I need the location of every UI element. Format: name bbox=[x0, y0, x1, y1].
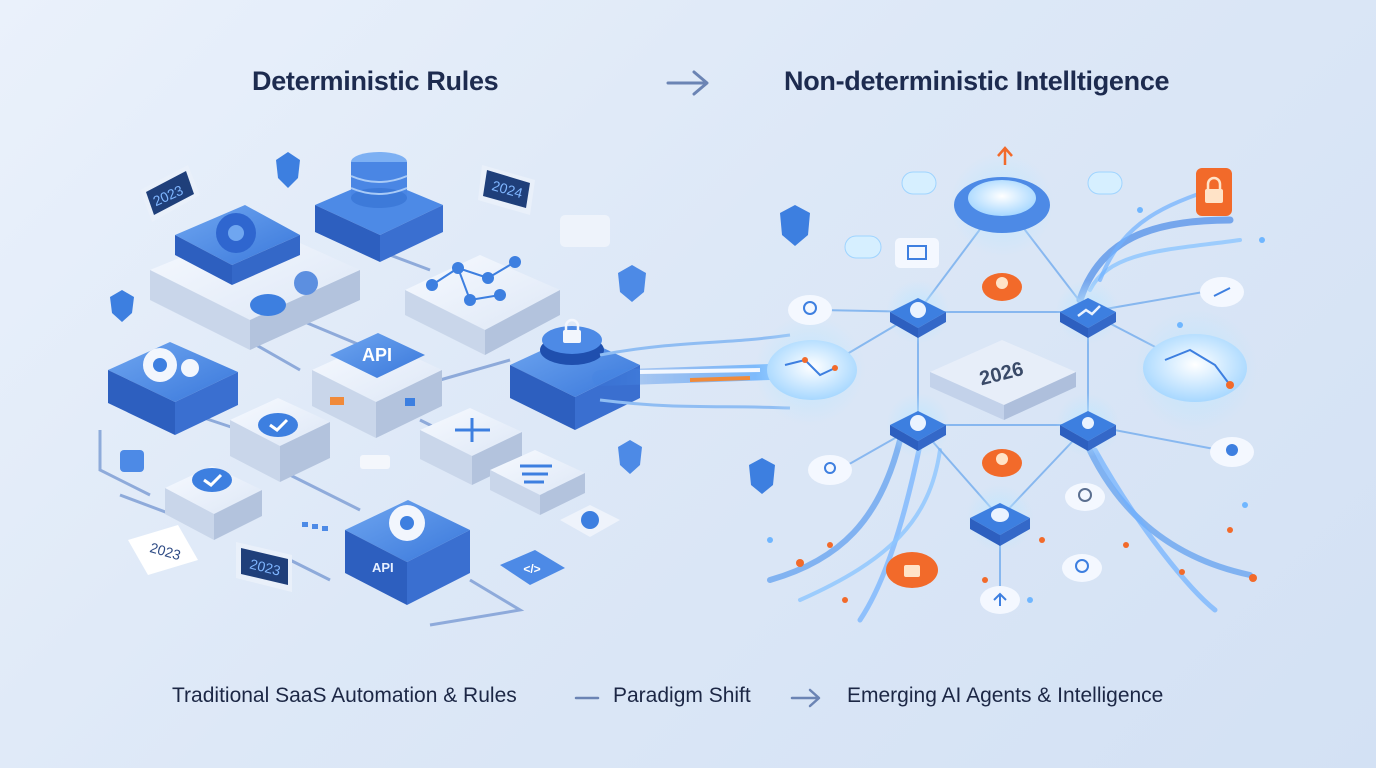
icon-node bbox=[980, 586, 1020, 614]
agent-node bbox=[1056, 280, 1120, 344]
agent-node bbox=[886, 393, 950, 457]
particle-dots bbox=[796, 527, 1257, 603]
gear-icon bbox=[581, 511, 599, 529]
flow-streams bbox=[767, 188, 1253, 623]
icon-node bbox=[1210, 437, 1254, 467]
data-pill bbox=[844, 235, 882, 259]
check-tile bbox=[165, 466, 262, 540]
lock-server-block bbox=[510, 318, 640, 430]
shield-icon bbox=[618, 265, 646, 302]
shield-icon bbox=[276, 152, 300, 188]
icon-node bbox=[1200, 277, 1244, 307]
shield-icon bbox=[110, 290, 134, 322]
code-label: </> bbox=[523, 562, 540, 576]
network-tile bbox=[420, 408, 522, 485]
api-label: API bbox=[362, 345, 392, 365]
icon-node bbox=[1065, 483, 1105, 511]
brain-node-top bbox=[950, 153, 1054, 257]
check-icon bbox=[258, 413, 298, 437]
api-label: API bbox=[372, 560, 394, 575]
date-label: 2023 bbox=[248, 556, 282, 579]
brain-icon bbox=[910, 415, 926, 431]
lightbulb-icon bbox=[996, 277, 1008, 289]
code-tile: </> bbox=[500, 550, 565, 585]
window-icon bbox=[907, 245, 927, 260]
year-tile: 2026 bbox=[930, 340, 1076, 420]
dash-icon bbox=[574, 696, 600, 700]
agent-node bbox=[886, 280, 950, 344]
lock-orange-node bbox=[886, 552, 938, 588]
paradigm-shift-caption: Paradigm Shift bbox=[613, 684, 751, 707]
small-block bbox=[360, 455, 390, 469]
brain-orange-node bbox=[982, 449, 1022, 477]
brain-icon bbox=[968, 180, 1036, 216]
date-tile: 2024 bbox=[478, 165, 535, 215]
check-icon bbox=[192, 468, 232, 492]
brain-icon bbox=[996, 453, 1008, 465]
icon-node bbox=[808, 455, 852, 485]
emerging-ai-caption: Emerging AI Agents & Intelligence bbox=[847, 684, 1164, 707]
brain-icon bbox=[767, 340, 857, 400]
grid-tile bbox=[560, 215, 610, 247]
lock-icon bbox=[563, 330, 581, 343]
chart-icon bbox=[1077, 305, 1101, 317]
particle-dots bbox=[767, 207, 1265, 603]
dash-marks bbox=[302, 522, 328, 531]
workflow-block bbox=[405, 255, 560, 355]
traditional-saas-caption: Traditional SaaS Automation & Rules bbox=[172, 684, 517, 707]
brain-icon bbox=[1143, 334, 1247, 402]
data-pill bbox=[1087, 171, 1123, 195]
gear-icon bbox=[294, 271, 318, 295]
lock-orange-node bbox=[1196, 168, 1232, 216]
brain-node-left bbox=[755, 315, 865, 425]
settings-icon bbox=[803, 301, 817, 315]
shield-icon bbox=[749, 458, 775, 494]
agent-node bbox=[1056, 393, 1120, 457]
list-icon bbox=[520, 464, 552, 484]
up-arrow-icon bbox=[997, 146, 1013, 165]
refresh-icon bbox=[910, 302, 926, 318]
title-arrow-icon bbox=[666, 70, 709, 96]
check-icon bbox=[250, 294, 286, 316]
api-block-bottom: API bbox=[345, 500, 470, 605]
small-block bbox=[120, 450, 144, 472]
api-block: API bbox=[312, 333, 442, 438]
deterministic-rules-title: Deterministic Rules bbox=[252, 66, 499, 96]
check-tile bbox=[230, 398, 330, 482]
network-icon bbox=[993, 592, 1007, 606]
icon-node bbox=[1062, 554, 1102, 582]
gear-server-block bbox=[150, 205, 360, 350]
lock-icon bbox=[1205, 189, 1223, 203]
database-block bbox=[315, 152, 443, 262]
arrows-icon bbox=[455, 418, 490, 442]
date-tile: 2023 bbox=[236, 542, 292, 592]
sparkle-icon bbox=[1082, 417, 1094, 429]
refresh-icon bbox=[1078, 488, 1092, 502]
chat-icon bbox=[991, 508, 1009, 522]
data-pill bbox=[901, 171, 937, 195]
non-deterministic-intelligence-title: Non-deterministic Intelltigence bbox=[784, 66, 1170, 96]
list-tile bbox=[490, 450, 585, 515]
date-tile: 2023 bbox=[140, 165, 200, 222]
unlock-icon bbox=[824, 462, 836, 474]
icon-node bbox=[895, 238, 939, 268]
brain-node-right bbox=[1133, 308, 1257, 432]
right-arrow-icon bbox=[790, 688, 821, 708]
gear-tile bbox=[560, 505, 620, 537]
lock-icon bbox=[904, 565, 920, 577]
brain-icon bbox=[1226, 444, 1238, 456]
icon-node bbox=[788, 295, 832, 325]
link-icon bbox=[1213, 287, 1231, 297]
date-tile: 2023 bbox=[128, 525, 198, 575]
agent-node bbox=[966, 484, 1034, 552]
shield-icon bbox=[780, 205, 810, 246]
search-icon bbox=[1075, 559, 1089, 573]
idea-node bbox=[982, 273, 1022, 301]
shield-icon bbox=[618, 440, 642, 474]
settings-block bbox=[108, 342, 238, 435]
